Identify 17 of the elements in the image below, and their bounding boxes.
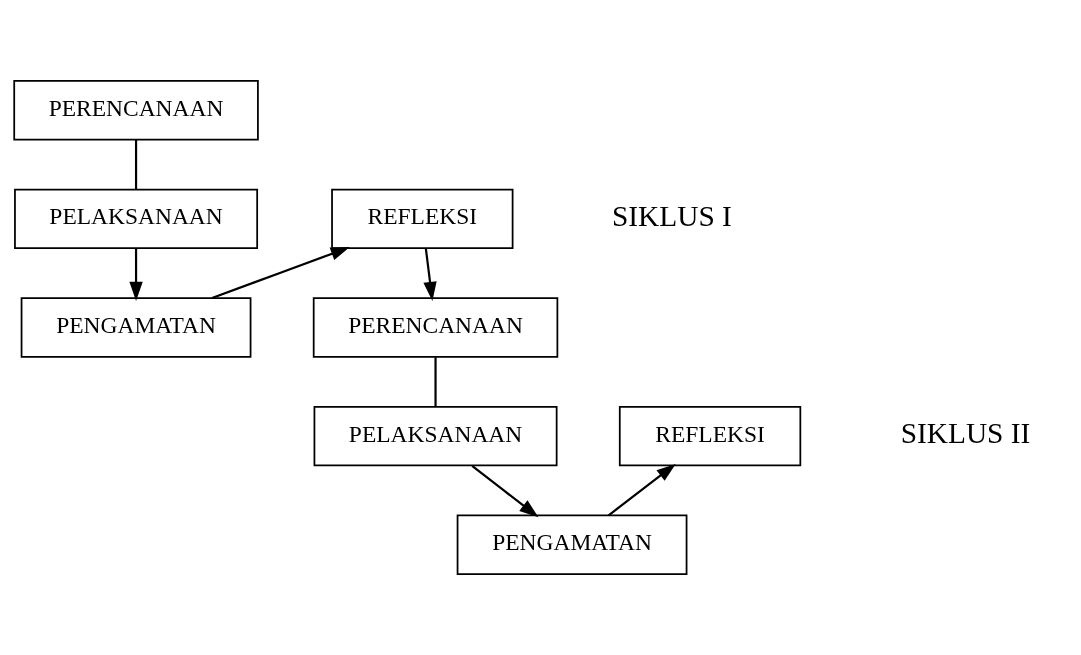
node-box: PERENCANAAN bbox=[312, 297, 559, 358]
arrow bbox=[129, 248, 143, 301]
node-box: PERENCANAAN bbox=[13, 80, 259, 141]
connector bbox=[134, 140, 138, 189]
node-box: REFLEKSI bbox=[331, 188, 514, 250]
node-box: PENGAMATAN bbox=[20, 297, 252, 358]
node-box: PELAKSANAAN bbox=[14, 188, 259, 250]
arrow bbox=[423, 248, 437, 301]
arrow bbox=[211, 247, 350, 299]
node-box: REFLEKSI bbox=[618, 405, 802, 467]
label: SIKLUS I bbox=[611, 200, 732, 233]
arrow bbox=[608, 463, 676, 517]
label: SIKLUS II bbox=[900, 417, 1031, 450]
node-box: PENGAMATAN bbox=[456, 514, 688, 575]
connector bbox=[434, 357, 437, 407]
arrow bbox=[471, 465, 539, 518]
node-box: PELAKSANAAN bbox=[313, 405, 558, 467]
